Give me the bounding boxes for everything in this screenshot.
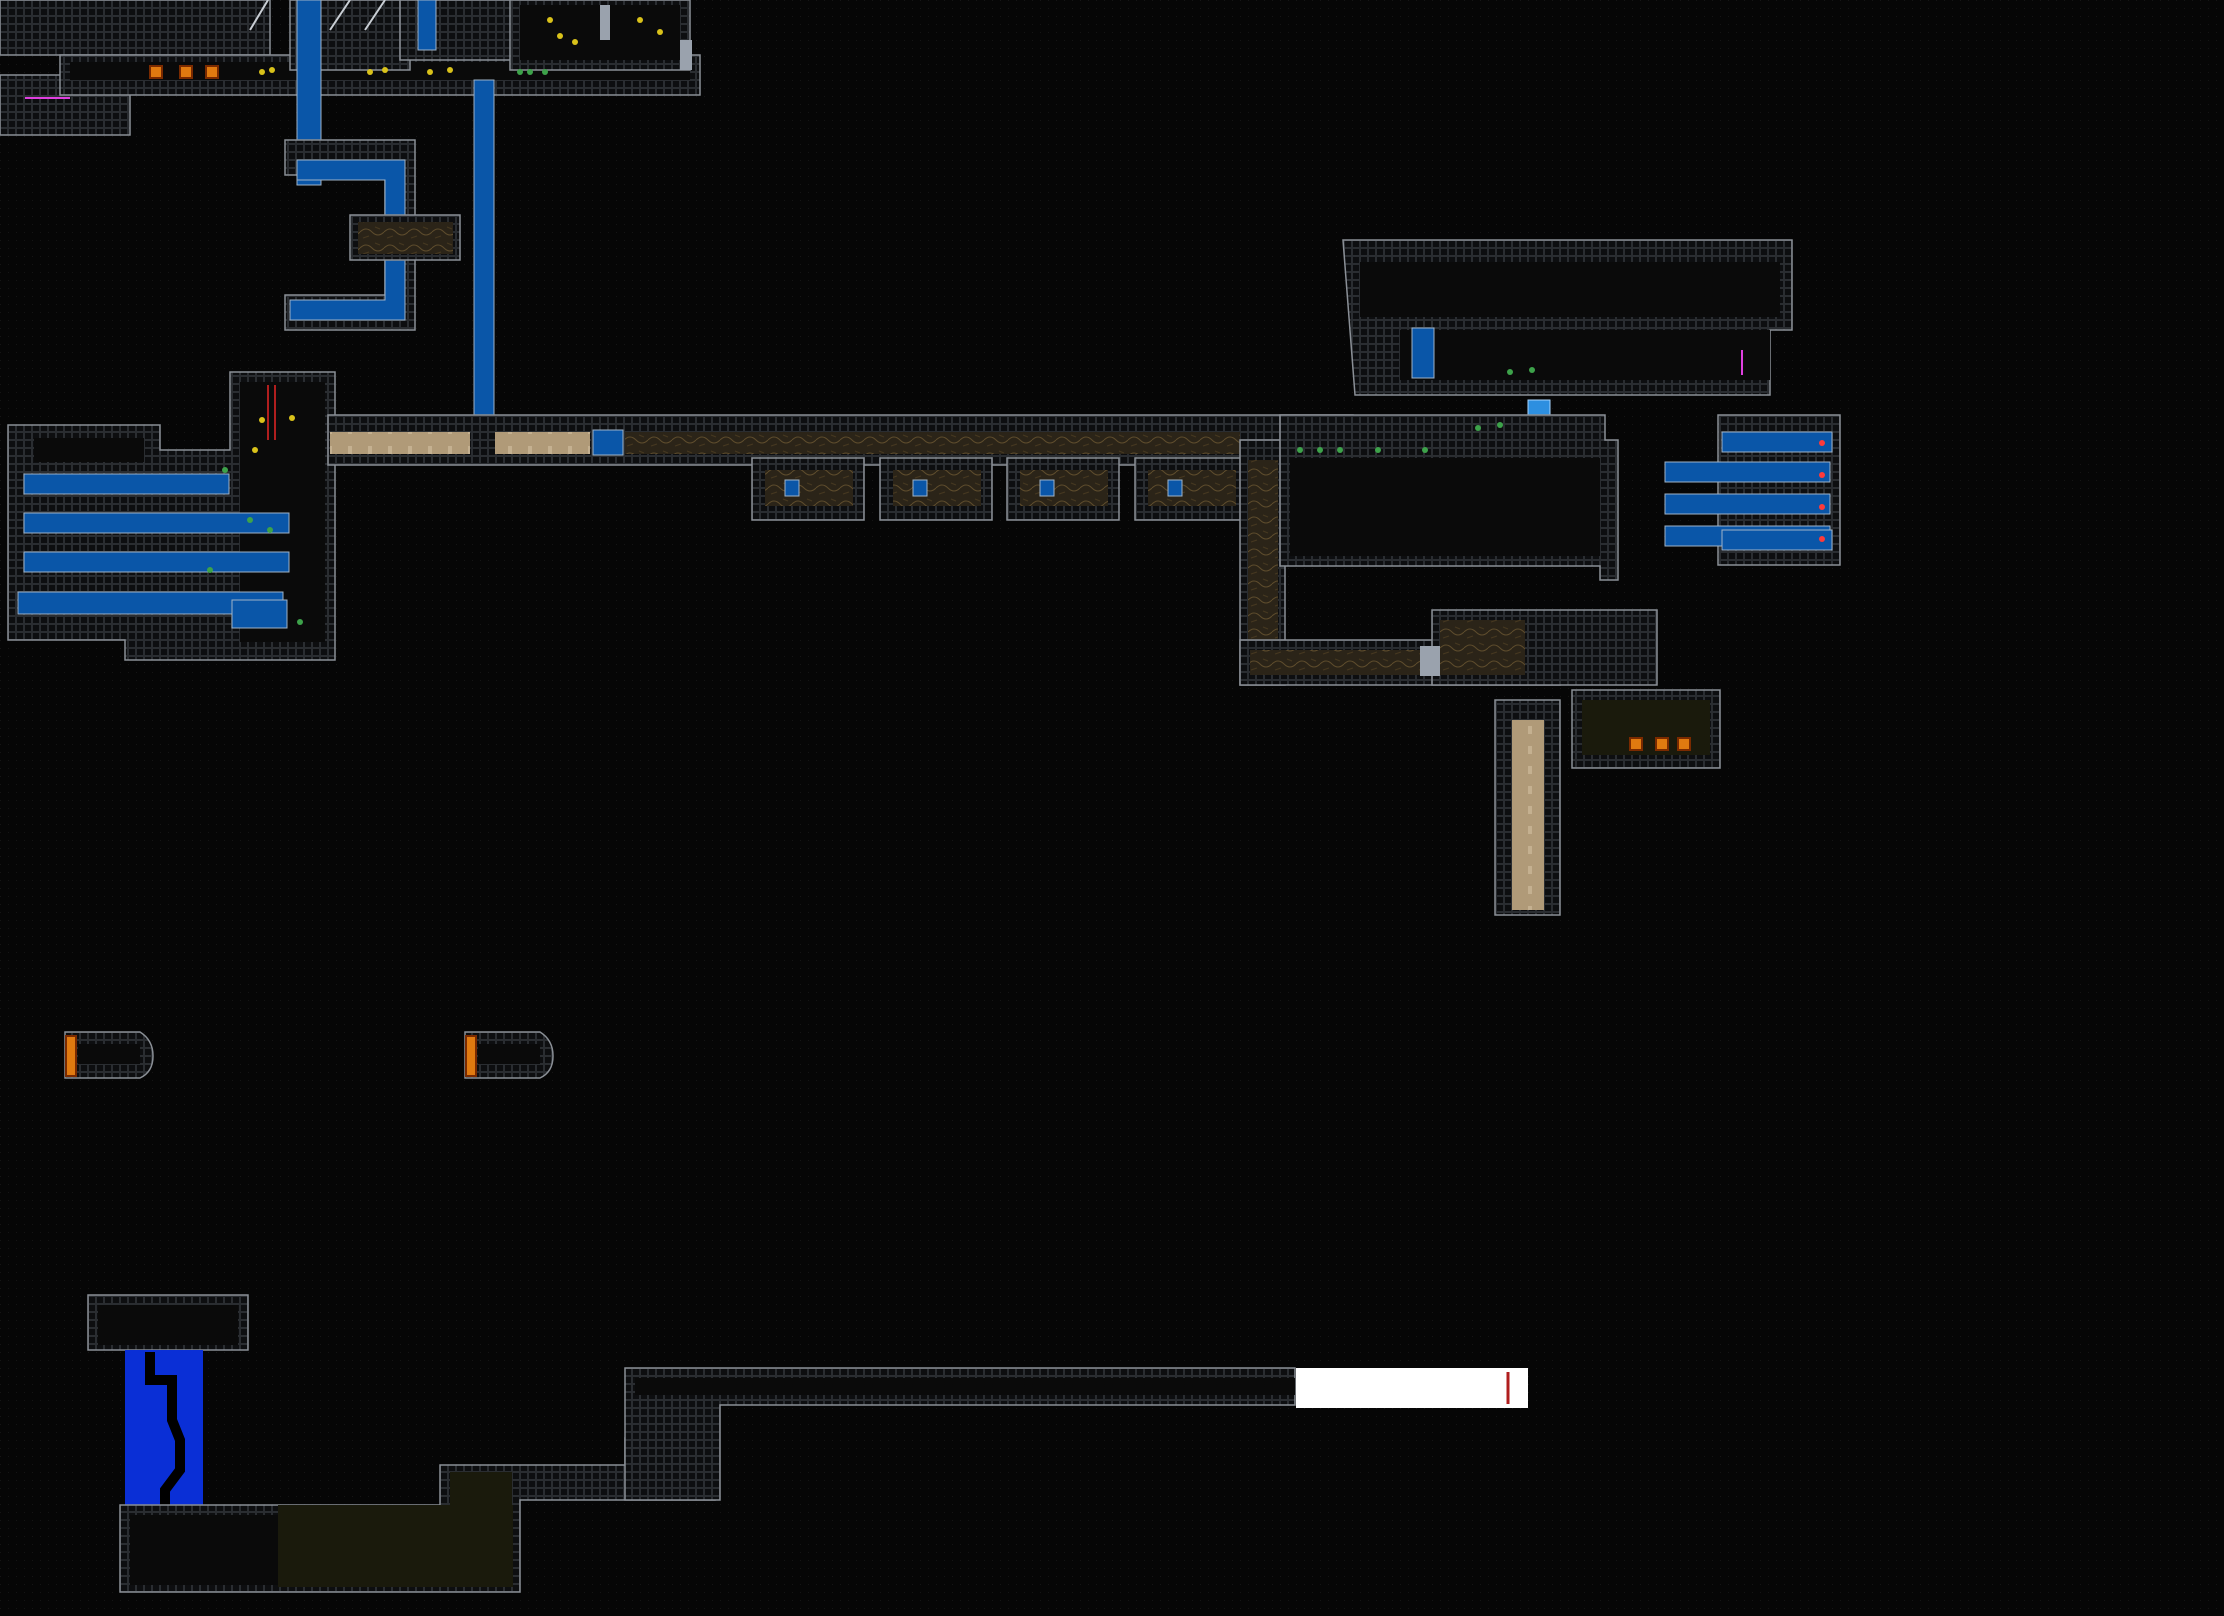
console-icon[interactable] (1629, 737, 1643, 751)
left-tank-block (7, 371, 336, 661)
escape-pod-left[interactable] (64, 1031, 154, 1079)
console-icon[interactable] (1677, 737, 1691, 751)
sand-floor (330, 432, 470, 454)
console-icon[interactable] (1655, 737, 1669, 751)
tank-r2 (1664, 461, 1831, 483)
deep-water-shaft (125, 1350, 203, 1505)
water-bend (289, 159, 406, 321)
tank-1 (23, 473, 230, 495)
main-corridor (327, 414, 1561, 686)
machine-icon[interactable] (680, 40, 692, 70)
machine-icon[interactable] (600, 5, 610, 40)
sand-shaft (1512, 720, 1544, 910)
tank-r1 (1721, 431, 1833, 453)
water-channel-top (417, 0, 437, 51)
tank-3 (23, 551, 290, 573)
dirt-tunnel (625, 432, 1240, 454)
water-channel-main (473, 79, 495, 431)
console-icon[interactable] (205, 65, 219, 79)
creature-group (259, 17, 663, 75)
white-exit-room[interactable] (1296, 1368, 1528, 1408)
console-icon[interactable] (149, 65, 163, 79)
tank-r3 (1664, 493, 1831, 515)
right-complex (1279, 239, 1841, 916)
top-left-complex (0, 0, 701, 431)
tank-2 (23, 512, 290, 534)
plant-group (517, 69, 548, 75)
console-icon[interactable] (179, 65, 193, 79)
bottom-complex (87, 1294, 1528, 1593)
escape-pod-right[interactable] (464, 1031, 554, 1079)
